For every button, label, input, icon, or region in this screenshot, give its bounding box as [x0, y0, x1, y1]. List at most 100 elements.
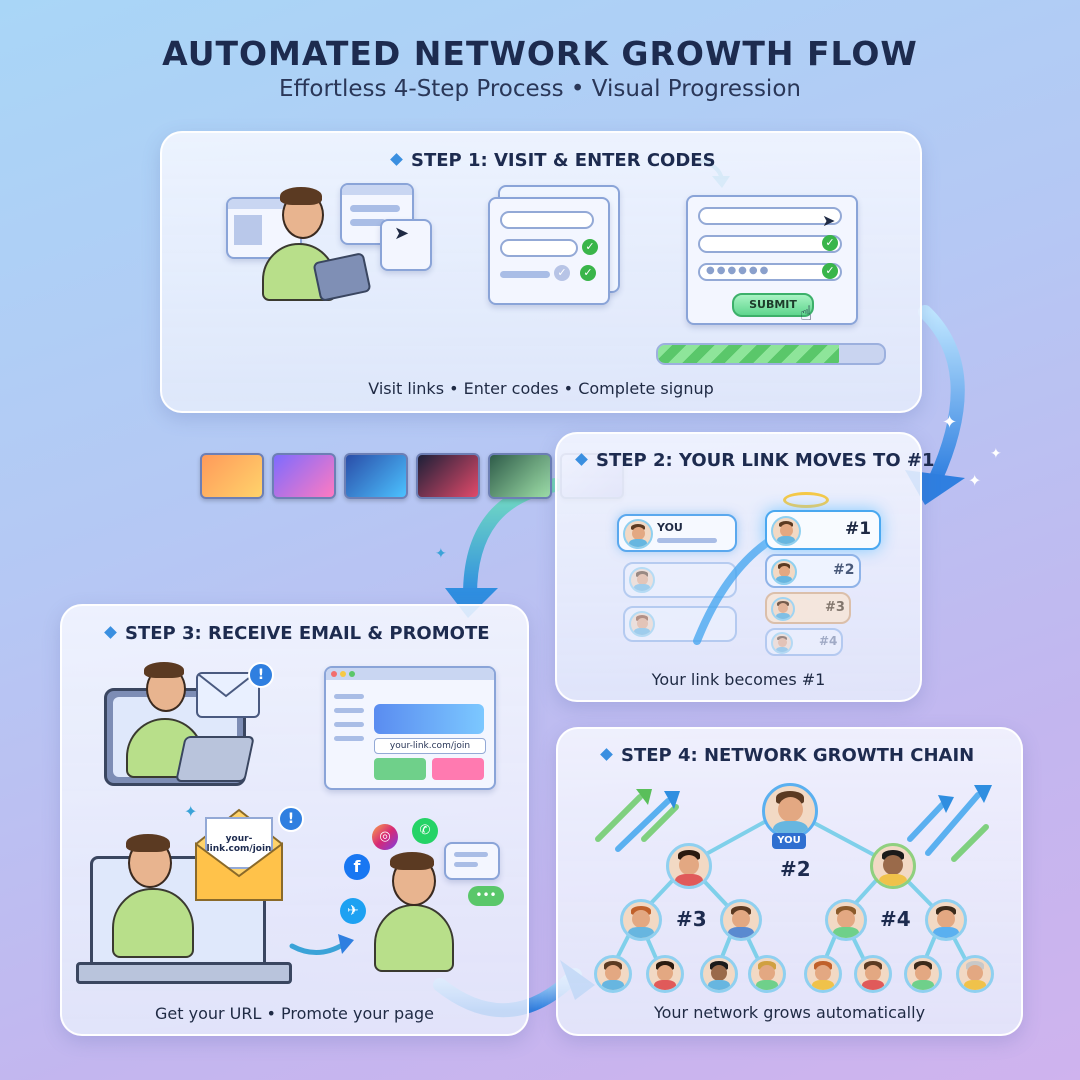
signup-input-2[interactable] [698, 235, 842, 253]
password-input[interactable] [698, 263, 842, 281]
step4-title: STEP 4: NETWORK GROWTH CHAIN [600, 745, 974, 766]
person-hair [280, 187, 322, 205]
step4-caption: Your network grows automatically [653, 1003, 926, 1022]
network-avatar [646, 955, 684, 993]
node-label-4: #4 [880, 907, 911, 931]
node-label-3: #3 [676, 907, 707, 931]
you-avatar [623, 519, 653, 549]
diamond-icon [390, 153, 403, 166]
you-label: YOU [657, 521, 683, 534]
network-avatar [666, 843, 712, 889]
page-subtitle: Effortless 4-Step Process • Visual Progr… [279, 76, 801, 102]
sparkle-1: ✦ [942, 412, 957, 433]
chat-bubble-icon [444, 842, 500, 880]
sparkle-4: ✦ [435, 546, 447, 562]
typing-bubble-icon: ••• [468, 886, 504, 906]
node-label-2: #2 [780, 857, 811, 881]
step2-panel: STEP 2: YOUR LINK MOVES TO #1 YOU #1 #2 … [555, 432, 935, 702]
website-thumbnail-1[interactable] [200, 453, 264, 499]
network-avatar [904, 955, 942, 993]
whatsapp-icon[interactable]: ✆ [412, 818, 438, 844]
network-avatar [720, 899, 762, 941]
check-icon: ✓ [582, 239, 598, 255]
arrow-step1-to-step2 [918, 305, 965, 487]
network-tree-lines [595, 785, 992, 973]
email-url-text: your-link.com/join [206, 834, 272, 854]
website-thumbnail-3[interactable] [344, 453, 408, 499]
network-avatar [870, 843, 916, 889]
step4-panel: STEP 4: NETWORK GROWTH CHAIN [556, 727, 1023, 1036]
promoter-hair [390, 852, 434, 870]
browser-window-right [340, 183, 414, 245]
halo-icon [783, 492, 829, 508]
rank-label-1: #1 [845, 519, 872, 539]
twitter-icon[interactable]: ✈ [340, 898, 366, 924]
network-avatar [825, 899, 867, 941]
signup-form: ✓ ✓ ●●●●●● SUBMIT ☝ ➤ [686, 195, 858, 325]
website-thumbnail-5[interactable] [488, 453, 552, 499]
person-body [112, 888, 194, 958]
you-badge: YOU [772, 833, 806, 849]
check-icon-grey: ✓ [554, 265, 570, 281]
sparkle-2: ✦ [990, 446, 1002, 462]
sparkle-icon: ✦ [184, 802, 198, 821]
browser-window-small [380, 219, 432, 271]
facebook-icon[interactable]: f [344, 854, 370, 880]
promo-tile-green [374, 758, 426, 780]
page-title: AUTOMATED NETWORK GROWTH FLOW [162, 34, 918, 73]
notification-icon: ! [278, 806, 304, 832]
diamond-icon [575, 453, 588, 466]
ghost-card-2 [623, 606, 737, 642]
person-hair [144, 662, 184, 678]
step3-panel: STEP 3: RECEIVE EMAIL & PROMOTE ! your-l… [60, 604, 529, 1036]
code-input-2[interactable] [500, 239, 578, 257]
rank-card-4: #4 [765, 628, 843, 656]
instagram-icon[interactable]: ◎ [372, 824, 398, 850]
step2-title: STEP 2: YOUR LINK MOVES TO #1 [575, 450, 935, 471]
you-card[interactable]: YOU [617, 514, 737, 552]
submit-button[interactable]: SUBMIT [732, 293, 814, 317]
progress-bar [656, 343, 886, 365]
step3-title: STEP 3: RECEIVE EMAIL & PROMOTE [104, 623, 490, 644]
cursor-icon: ➤ [394, 223, 410, 244]
rank-label-4: #4 [819, 634, 838, 648]
network-avatar [804, 955, 842, 993]
sparkle-3: ✦ [968, 471, 981, 490]
network-avatar [956, 955, 994, 993]
laptop-icon [175, 736, 255, 782]
code-input-1[interactable] [500, 211, 594, 229]
network-avatar [854, 955, 892, 993]
website-thumbnail-4[interactable] [416, 453, 480, 499]
rank-card-1: #1 [765, 510, 881, 550]
rank-card-2: #2 [765, 554, 861, 588]
signup-input-1[interactable] [698, 207, 842, 225]
step2-caption: Your link becomes #1 [651, 670, 826, 689]
arrow-to-promoter [289, 934, 354, 955]
password-dots: ●●●●●● [706, 265, 771, 276]
laptop-base [76, 962, 292, 984]
arrow-step2-to-step3 [463, 478, 562, 602]
person-hair [126, 834, 170, 852]
promoter-body [374, 904, 454, 972]
code-form: ✓ ✓ ✓ [488, 197, 610, 305]
network-avatar [748, 955, 786, 993]
cursor-icon: ➤ [822, 211, 836, 230]
promo-tile-pink [432, 758, 484, 780]
check-icon: ✓ [822, 235, 838, 251]
rank-label-2: #2 [833, 562, 855, 578]
step3-caption: Get your URL • Promote your page [155, 1004, 434, 1023]
website-thumbnail-2[interactable] [272, 453, 336, 499]
network-avatar [594, 955, 632, 993]
pointer-hand-icon: ☝ [800, 301, 813, 325]
url-field[interactable]: your-link.com/join [374, 738, 486, 754]
diamond-icon [104, 626, 117, 639]
promo-browser-window: your-link.com/join [324, 666, 496, 790]
check-icon-active: ✓ [580, 265, 596, 281]
arrowhead-step3 [445, 588, 498, 618]
step1-caption: Visit links • Enter codes • Complete sig… [368, 379, 714, 398]
rank-card-3: #3 [765, 592, 851, 624]
rank-label-3: #3 [825, 600, 845, 615]
network-avatar [925, 899, 967, 941]
you-root-avatar [762, 783, 818, 839]
open-envelope-icon: your-link.com/join [192, 804, 286, 904]
